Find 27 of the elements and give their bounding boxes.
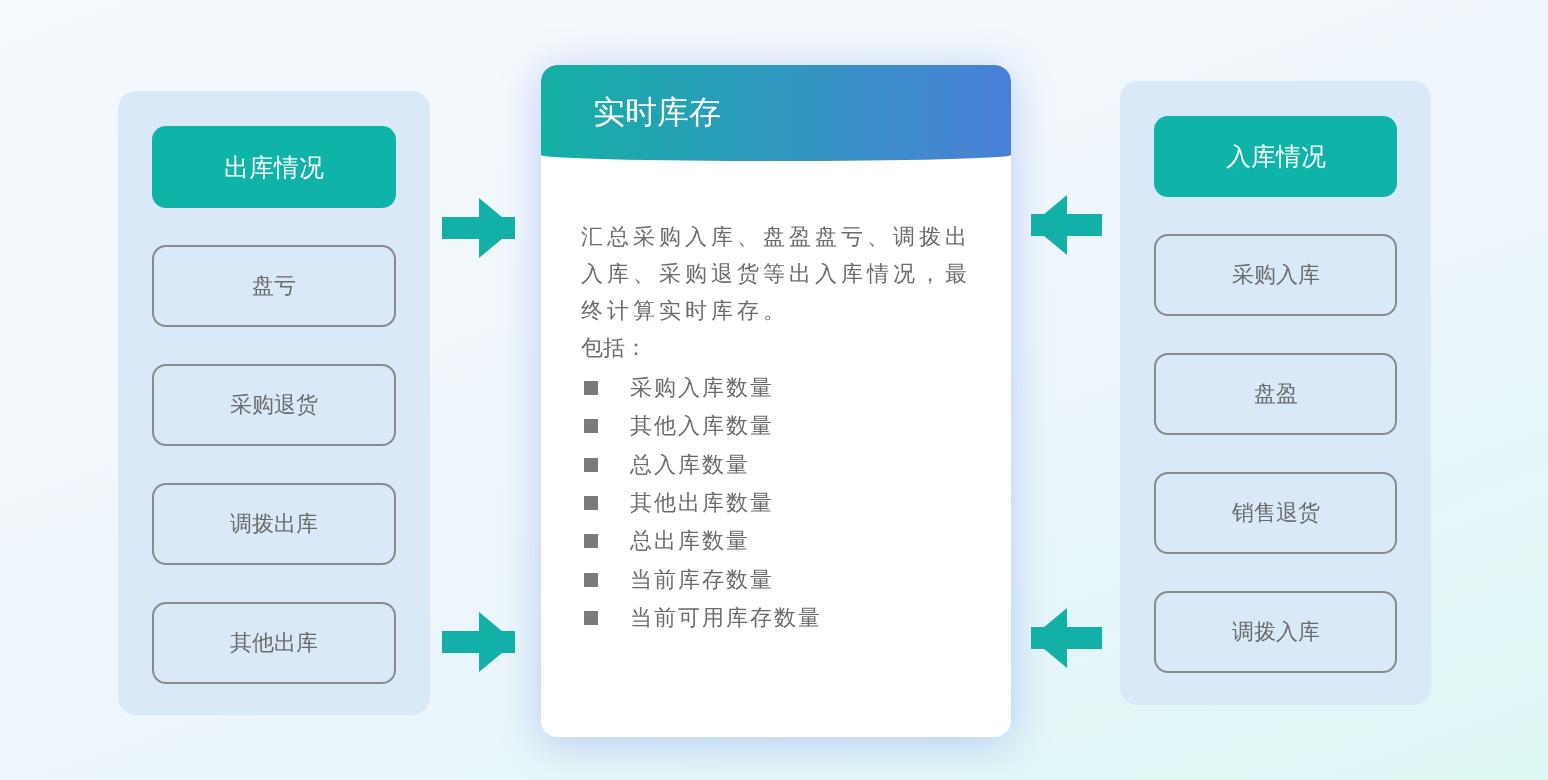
category-item: 盘亏 [152, 245, 396, 327]
panel-background [1120, 81, 1431, 705]
list-item: 当前库存数量 [630, 565, 774, 594]
category-item: 销售退货 [1154, 472, 1397, 554]
summary-card [541, 65, 1011, 737]
block-arrow [442, 612, 515, 672]
category-item: 调拨出库 [152, 483, 396, 565]
category-item: 采购入库 [1154, 234, 1397, 316]
list-item: 采购入库数量 [630, 374, 774, 402]
list-item: 当前可用库存数量 [630, 603, 822, 632]
category-item: 调拨入库 [1154, 591, 1397, 673]
card-title: 实时库存 [541, 65, 1011, 161]
description-text: 汇总采购入库、盘盈盘亏、调拨出入库、采购退货等出入库情况，最终计算实时库存。 [581, 223, 972, 325]
list-item: 其他出库数量 [630, 488, 774, 517]
category-header: 入库情况 [1154, 116, 1397, 197]
category-item: 盘盈 [1154, 353, 1397, 435]
list-item: 其他入库数量 [630, 412, 774, 441]
category-item: 采购退货 [152, 364, 396, 446]
list-item: 总出库数量 [630, 527, 750, 556]
block-arrow [1031, 195, 1102, 255]
category-header: 出库情况 [152, 126, 396, 208]
list-heading: 包括： [581, 334, 647, 362]
block-arrow [1031, 608, 1102, 668]
block-arrow [442, 198, 515, 258]
list-item: 总入库数量 [630, 450, 750, 479]
category-item: 其他出库 [152, 602, 396, 684]
panel-background [118, 91, 430, 715]
